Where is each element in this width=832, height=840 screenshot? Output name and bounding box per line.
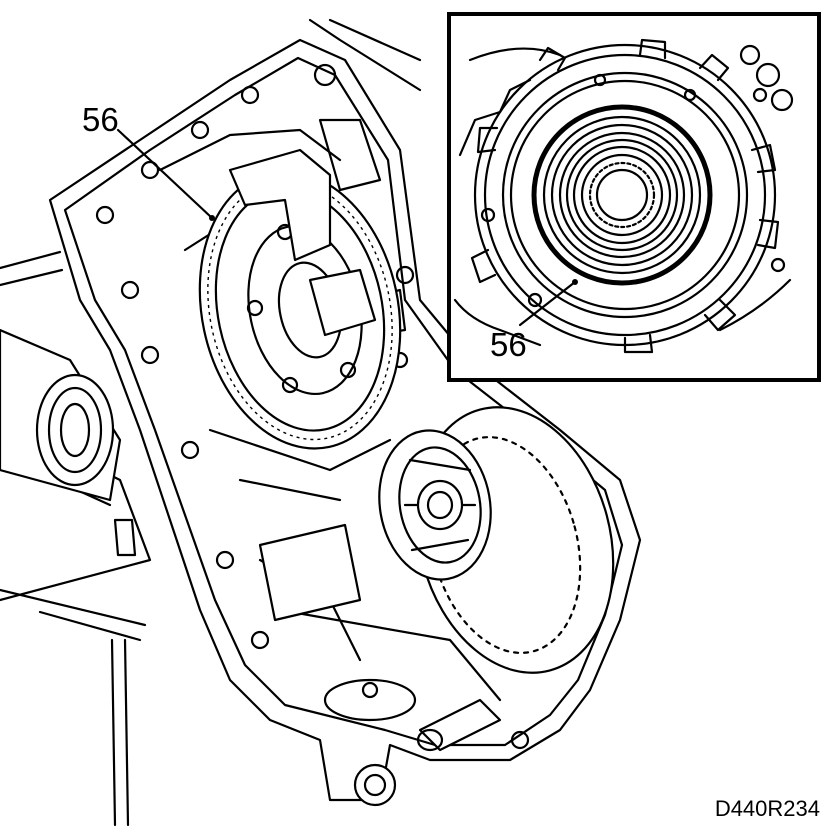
- figure-reference: D440R234: [715, 796, 820, 821]
- inset-callout-label: 56: [490, 326, 527, 363]
- main-leader-dot: [209, 215, 215, 221]
- inset-box: [447, 12, 821, 382]
- axle-housing: [0, 328, 122, 502]
- inset-leader-line: [518, 280, 577, 327]
- inset-leader-dot: [572, 279, 578, 285]
- main-leader-line: [116, 128, 214, 220]
- ring-gear: [198, 148, 402, 450]
- main-callout-label: 56: [82, 101, 119, 138]
- differential-pinion: [258, 406, 615, 722]
